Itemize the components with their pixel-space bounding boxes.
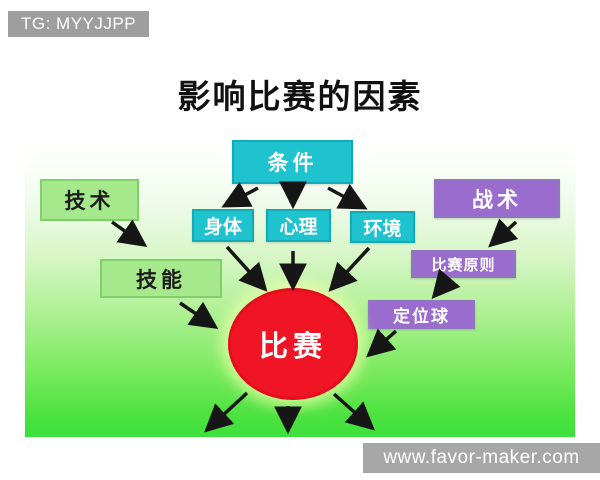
node-tactics: 战术 bbox=[434, 179, 560, 218]
node-environment: 环境 bbox=[350, 211, 415, 243]
site-watermark: www.favor-maker.com bbox=[363, 443, 600, 473]
page-title: 影响比赛的因素 bbox=[177, 78, 423, 115]
node-conditions: 条件 bbox=[232, 140, 353, 184]
node-body: 身体 bbox=[192, 209, 254, 242]
node-psychology: 心理 bbox=[266, 209, 331, 242]
node-match-principle: 比赛原则 bbox=[411, 250, 516, 278]
node-set-piece: 定位球 bbox=[368, 300, 475, 329]
tg-watermark-badge: TG: MYYJJPP bbox=[8, 11, 150, 37]
node-skill: 技能 bbox=[100, 259, 222, 298]
node-match-circle: 比赛 bbox=[228, 288, 358, 400]
node-technique: 技术 bbox=[40, 179, 139, 221]
